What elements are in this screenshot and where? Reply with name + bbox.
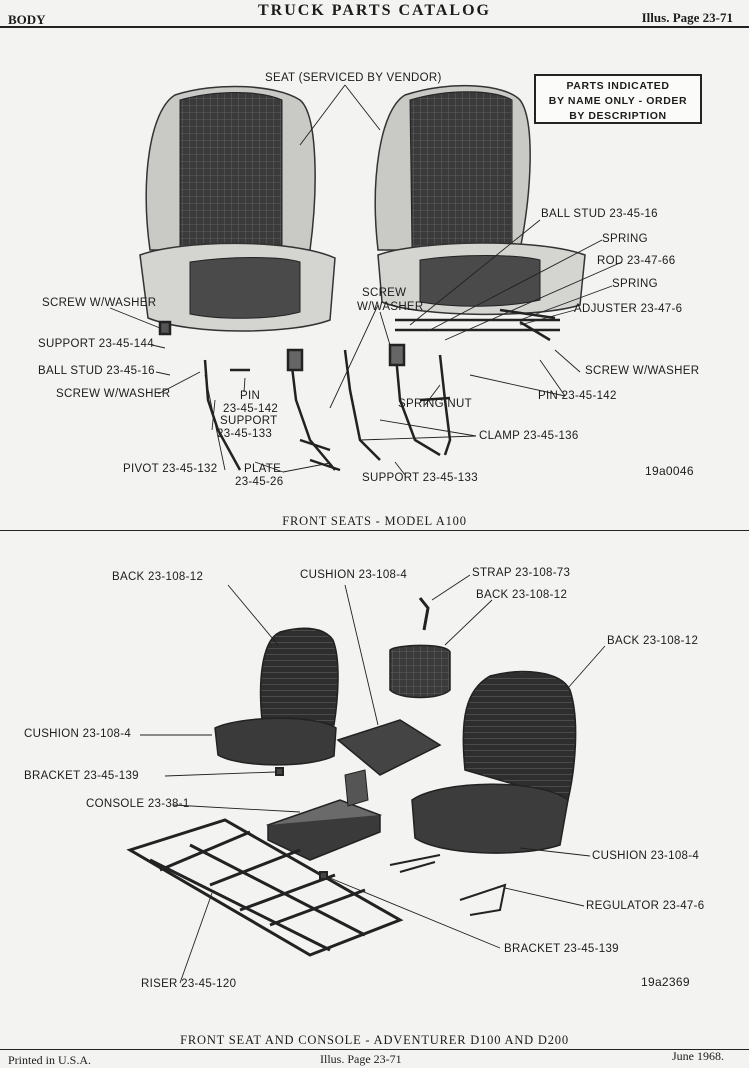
label-ball-stud-left: BALL STUD 23-45-16: [38, 365, 155, 377]
bottom-figure-id: 19a2369: [641, 975, 690, 989]
label-regulator: REGULATOR 23-47-6: [586, 900, 705, 912]
strap: [418, 597, 430, 631]
label-screw-washer-left: SCREW W/WASHER: [42, 297, 157, 309]
label-clamp: CLAMP 23-45-136: [479, 430, 579, 442]
label-back-center: BACK 23-108-12: [476, 589, 568, 601]
label-plate-2: 23-45-26: [235, 476, 284, 488]
label-seat: SEAT (SERVICED BY VENDOR): [265, 72, 442, 84]
regulator-hardware: [275, 767, 507, 916]
label-cushion-center: CUSHION 23-108-4: [300, 569, 408, 581]
label-bracket-bottom: BRACKET 23-45-139: [504, 943, 619, 955]
label-support-133-1: 23-45-133: [217, 428, 273, 440]
label-console: CONSOLE 23-38-1: [86, 798, 190, 810]
label-ball-stud-right: BALL STUD 23-45-16: [541, 208, 658, 220]
label-support-1: SUPPORT: [220, 415, 278, 427]
left-a100-seat: [139, 85, 336, 332]
footer-page-reference: Illus. Page 23-71: [320, 1052, 402, 1066]
printed-in: Printed in U.S.A.: [8, 1053, 92, 1067]
label-riser: RISER 23-45-120: [141, 978, 237, 990]
right-d100-seat: [411, 670, 577, 854]
notice-line-2: BY NAME ONLY - ORDER: [548, 95, 688, 107]
label-screw-top: SCREW: [362, 287, 407, 299]
label-back-left: BACK 23-108-12: [112, 571, 204, 583]
label-pin-142: 23-45-142: [223, 403, 279, 415]
footer-rule: [0, 1049, 749, 1050]
notice-line-1: PARTS INDICATED: [566, 80, 670, 92]
left-d100-seat: [214, 627, 339, 766]
label-spring-2: SPRING: [612, 278, 658, 290]
label-strap: STRAP 23-108-73: [472, 567, 571, 579]
figure-separator: [0, 530, 749, 531]
page-reference: Illus. Page 23-71: [641, 10, 733, 25]
footer-date: June 1968.: [672, 1049, 724, 1063]
label-pivot: PIVOT 23-45-132: [123, 463, 218, 475]
leader-lines-top: [109, 84, 623, 476]
label-screw-washer-left-2: SCREW W/WASHER: [56, 388, 171, 400]
header-rule: [0, 26, 749, 28]
notice-line-3: BY DESCRIPTION: [569, 110, 667, 122]
bottom-figure-caption: FRONT SEAT AND CONSOLE - ADVENTURER D100…: [180, 1033, 569, 1047]
top-figure-caption: FRONT SEATS - MODEL A100: [282, 514, 467, 528]
label-spring-nut: SPRING NUT: [398, 398, 472, 410]
right-a100-seat: [374, 84, 586, 316]
label-support-144: SUPPORT 23-45-144: [38, 338, 154, 350]
label-back-right: BACK 23-108-12: [607, 635, 699, 647]
label-spring-1: SPRING: [602, 233, 648, 245]
label-cushion-left: CUSHION 23-108-4: [24, 728, 132, 740]
catalog-title: TRUCK PARTS CATALOG: [257, 2, 491, 19]
section-label: BODY: [8, 12, 46, 27]
label-screw-washer-right: SCREW W/WASHER: [585, 365, 700, 377]
leader-lines-bottom: [140, 574, 606, 984]
top-figure-id: 19a0046: [645, 464, 694, 478]
riser-frame: [126, 818, 404, 957]
label-w-washer-top: W/WASHER: [357, 301, 424, 313]
label-pin-1: PIN: [240, 390, 261, 402]
center-back: [389, 644, 451, 699]
label-pin-right: PIN 23-45-142: [538, 390, 617, 402]
parts-notice-box: PARTS INDICATED BY NAME ONLY - ORDER BY …: [534, 74, 702, 124]
label-cushion-right: CUSHION 23-108-4: [592, 850, 700, 862]
label-plate-1: PLATE: [244, 463, 282, 475]
label-rod: ROD 23-47-66: [597, 255, 676, 267]
label-bracket-left: BRACKET 23-45-139: [24, 770, 139, 782]
label-adjuster: ADJUSTER 23-47-6: [574, 303, 683, 315]
console: [266, 769, 383, 861]
label-support-133-2: SUPPORT 23-45-133: [362, 472, 478, 484]
center-cushion: [336, 719, 442, 776]
